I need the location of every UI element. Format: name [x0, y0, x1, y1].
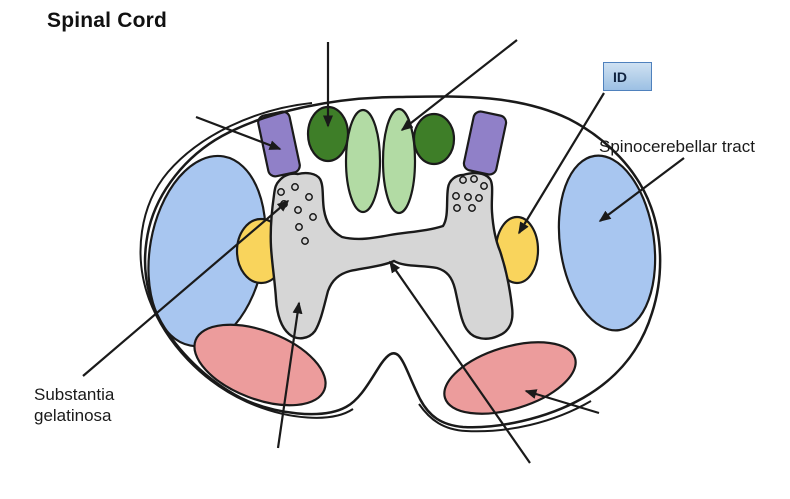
arrow-from-substantia-gelatinosa-label — [82, 200, 290, 377]
cord-outline-inner-bottom-right — [418, 400, 592, 433]
arrow-from-id-box — [518, 92, 605, 235]
right-blue-ellipse — [557, 154, 657, 332]
arrow-to-left-ventral-horn — [276, 301, 303, 449]
arrow-to-right-pink-ellipse — [524, 389, 600, 415]
right-purple-rect — [462, 110, 508, 176]
left-light-green-oval — [344, 108, 382, 214]
left-purple-rect — [257, 110, 301, 178]
label-substantia-gelatinosa: Substantia gelatinosa — [34, 384, 114, 426]
right-dark-green-oval — [412, 112, 456, 166]
arrow-from-spinocerebellar-label — [598, 157, 685, 222]
label-substantia-line2: gelatinosa — [34, 406, 112, 425]
right-light-green-oval — [381, 107, 417, 215]
arrow-to-left-purple-rect — [195, 115, 282, 151]
cord-outline-inner-left — [139, 102, 354, 419]
arrow-to-gray-commissure — [389, 260, 531, 464]
arrow-to-right-light-green-oval — [400, 39, 518, 131]
cord-outline — [143, 95, 662, 429]
label-spinocerebellar-tract: Spinocerebellar tract — [599, 137, 755, 156]
gray-matter-h — [269, 171, 514, 340]
id-answer-box[interactable]: ID — [603, 62, 652, 91]
right-dorsal-horn-dots — [452, 175, 488, 212]
page-title: Spinal Cord — [47, 9, 168, 32]
label-substantia-line1: Substantia — [34, 385, 115, 404]
right-pink-ellipse — [443, 341, 577, 415]
